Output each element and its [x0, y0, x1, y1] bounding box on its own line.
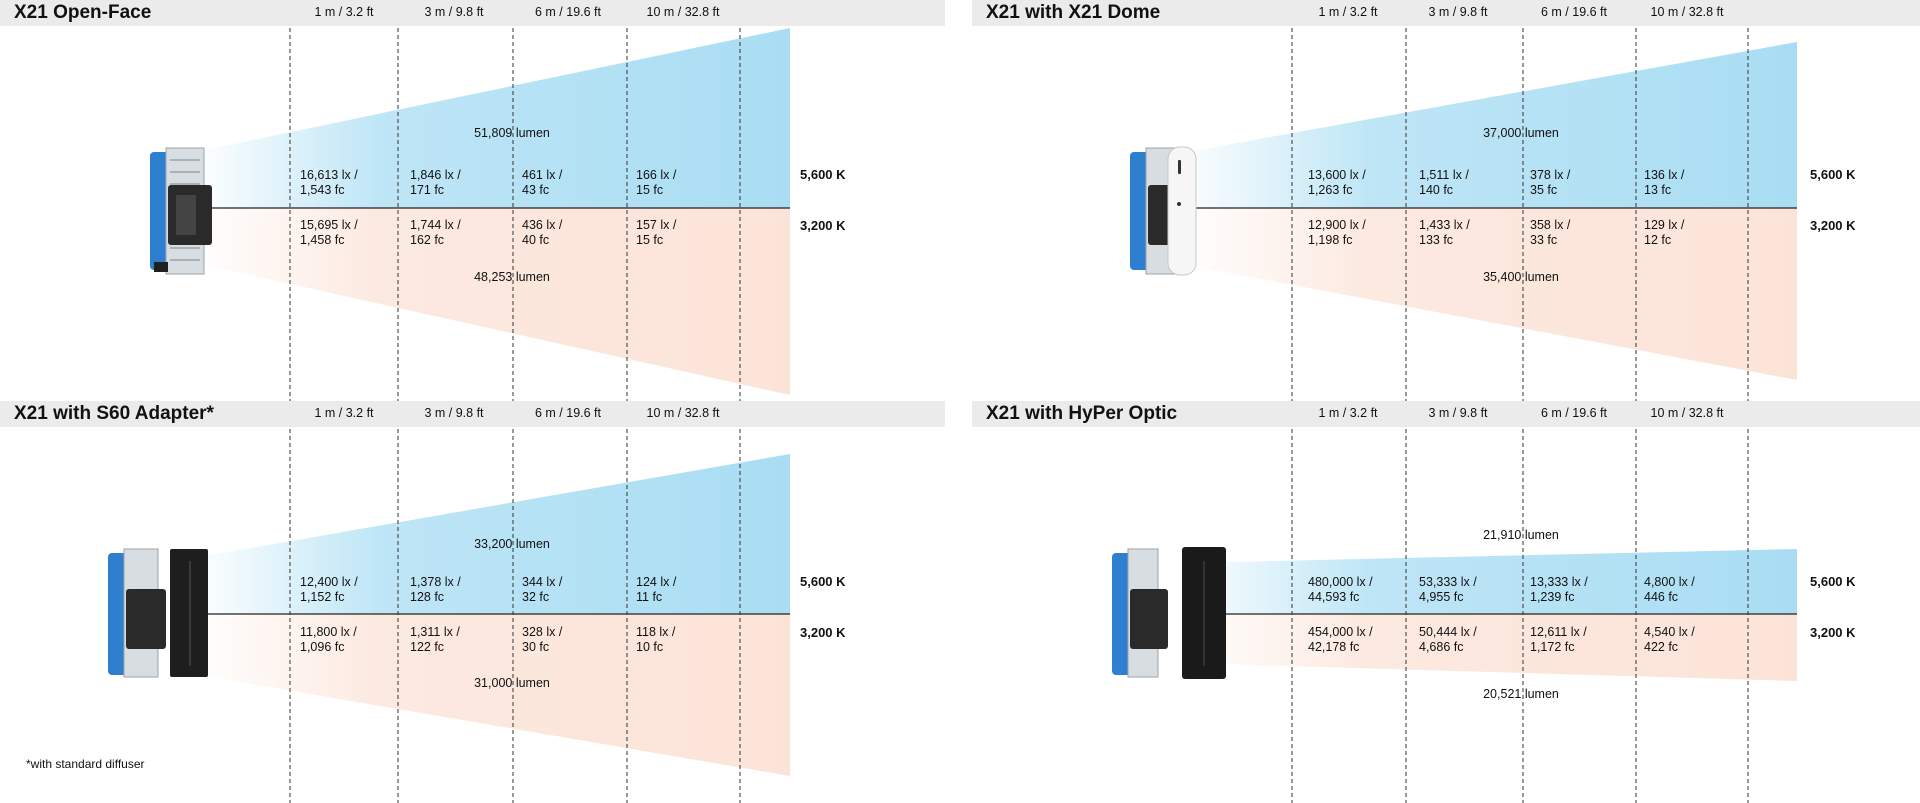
distance-gridlines [1291, 0, 1749, 402]
kelvin-label-3200k: 3,200 K [800, 218, 846, 233]
distance-label-6m: 6 m / 19.6 ft [1540, 406, 1607, 420]
illuminance-3200k-3m: 1,433 lx /133 fc [1419, 218, 1470, 247]
kelvin-label-3200k: 3,200 K [800, 625, 846, 640]
distance-label-1m: 1 m / 3.2 ft [1318, 5, 1378, 19]
lumen-3200k: 31,000 lumen [474, 676, 550, 690]
distance-label-1m: 1 m / 3.2 ft [1318, 406, 1378, 420]
distance-label-3m: 3 m / 9.8 ft [1428, 406, 1488, 420]
illuminance-5600k-6m: 13,333 lx /1,239 fc [1530, 575, 1588, 604]
illuminance-3200k-1m: 15,695 lx /1,458 fc [300, 218, 358, 247]
beam-diagram [150, 0, 790, 402]
beam-5600k [205, 28, 790, 208]
lumen-5600k: 21,910 lumen [1483, 528, 1559, 542]
kelvin-label-5600k: 5,600 K [1810, 574, 1856, 589]
illuminance-5600k-10m: 166 lx /15 fc [636, 168, 677, 197]
distance-label-6m: 6 m / 19.6 ft [1540, 5, 1607, 19]
distance-gridlines [289, 0, 741, 402]
illuminance-3200k-6m: 358 lx /33 fc [1530, 218, 1571, 247]
distance-label-10m: 10 m / 32.8 ft [646, 5, 720, 19]
illuminance-5600k-1m: 12,400 lx /1,152 fc [300, 575, 358, 604]
kelvin-label-3200k: 3,200 K [1810, 218, 1856, 233]
distance-gridlines [289, 401, 741, 803]
illuminance-3200k-6m: 12,611 lx /1,172 fc [1530, 625, 1587, 654]
panel-title: X21 with X21 Dome [986, 2, 1161, 23]
illuminance-3200k-10m: 129 lx /12 fc [1644, 218, 1685, 247]
panel-hyper-optic: X21 with HyPer Optic 1 m / 3.2 ft 3 m / … [972, 401, 1920, 803]
illuminance-3200k-6m: 328 lx /30 fc [522, 625, 563, 654]
fixture-image [150, 147, 212, 275]
fixture-image [108, 548, 208, 678]
lumen-5600k: 37,000 lumen [1483, 126, 1559, 140]
illuminance-3200k-10m: 157 lx /15 fc [636, 218, 677, 247]
beam-5600k [205, 454, 790, 614]
kelvin-label-5600k: 5,600 K [800, 167, 846, 182]
distance-label-1m: 1 m / 3.2 ft [314, 406, 374, 420]
panel-title: X21 with S60 Adapter* [14, 403, 214, 424]
illuminance-5600k-3m: 1,511 lx /140 fc [1419, 168, 1469, 197]
illuminance-5600k-1m: 480,000 lx /44,593 fc [1308, 575, 1373, 604]
panel-open-face: X21 Open-Face 1 m / 3.2 ft 3 m / 9.8 ft … [0, 0, 950, 402]
beam-diagram [108, 401, 790, 803]
lumen-5600k: 33,200 lumen [474, 537, 550, 551]
beam-3200k [205, 208, 790, 395]
beam-diagram [1130, 0, 1797, 402]
illuminance-3200k-3m: 1,744 lx /162 fc [410, 218, 461, 247]
distance-label-3m: 3 m / 9.8 ft [1428, 5, 1488, 19]
header-band [0, 0, 945, 26]
distance-label-6m: 6 m / 19.6 ft [534, 406, 601, 420]
illuminance-3200k-1m: 11,800 lx /1,096 fc [300, 625, 357, 654]
beam-3200k [205, 614, 790, 776]
panel-s60-adapter: X21 with S60 Adapter* 1 m / 3.2 ft 3 m /… [0, 401, 950, 803]
illuminance-5600k-3m: 1,378 lx /128 fc [410, 575, 461, 604]
distance-label-3m: 3 m / 9.8 ft [424, 406, 484, 420]
beam-5600k [1187, 549, 1797, 614]
fixture-image [1130, 146, 1197, 276]
kelvin-label-3200k: 3,200 K [1810, 625, 1856, 640]
illuminance-5600k-3m: 53,333 lx /4,955 fc [1419, 575, 1477, 604]
illuminance-3200k-1m: 454,000 lx /42,178 fc [1308, 625, 1373, 654]
illuminance-3200k-6m: 436 lx /40 fc [522, 218, 563, 247]
illuminance-5600k-1m: 16,613 lx /1,543 fc [300, 168, 358, 197]
kelvin-label-5600k: 5,600 K [1810, 167, 1856, 182]
fixture-image [1112, 547, 1226, 679]
illuminance-3200k-1m: 12,900 lx /1,198 fc [1308, 218, 1366, 247]
lumen-3200k: 35,400 lumen [1483, 270, 1559, 284]
panel-title: X21 with HyPer Optic [986, 403, 1178, 424]
distance-label-6m: 6 m / 19.6 ft [534, 5, 601, 19]
illuminance-5600k-6m: 378 lx /35 fc [1530, 168, 1571, 197]
illuminance-5600k-3m: 1,846 lx /171 fc [410, 168, 461, 197]
illuminance-5600k-10m: 4,800 lx /446 fc [1644, 575, 1695, 604]
distance-gridlines [1291, 401, 1749, 803]
footnote: *with standard diffuser [26, 757, 145, 771]
illuminance-5600k-6m: 344 lx /32 fc [522, 575, 563, 604]
lumen-3200k: 48,253 lumen [474, 270, 550, 284]
beam-diagram [1112, 401, 1797, 803]
illuminance-3200k-10m: 118 lx /10 fc [636, 625, 676, 654]
lumen-3200k: 20,521 lumen [1483, 687, 1559, 701]
header-band [972, 401, 1920, 427]
header-band [972, 0, 1920, 26]
panel-x21-dome: X21 with X21 Dome 1 m / 3.2 ft 3 m / 9.8… [972, 0, 1920, 402]
lumen-5600k: 51,809 lumen [474, 126, 550, 140]
distance-label-10m: 10 m / 32.8 ft [1650, 5, 1724, 19]
beam-3200k [1187, 614, 1797, 681]
illuminance-3200k-10m: 4,540 lx /422 fc [1644, 625, 1695, 654]
illuminance-3200k-3m: 50,444 lx /4,686 fc [1419, 625, 1477, 654]
illuminance-5600k-6m: 461 lx /43 fc [522, 168, 563, 197]
illuminance-3200k-3m: 1,311 lx /122 fc [410, 625, 460, 654]
beam-3200k [1187, 208, 1797, 380]
illuminance-5600k-10m: 136 lx /13 fc [1644, 168, 1685, 197]
distance-label-10m: 10 m / 32.8 ft [646, 406, 720, 420]
panel-title: X21 Open-Face [14, 2, 152, 23]
distance-label-3m: 3 m / 9.8 ft [424, 5, 484, 19]
illuminance-5600k-10m: 124 lx /11 fc [636, 575, 677, 604]
illuminance-5600k-1m: 13,600 lx /1,263 fc [1308, 168, 1366, 197]
distance-label-10m: 10 m / 32.8 ft [1650, 406, 1724, 420]
beam-5600k [1187, 42, 1797, 208]
header-band [0, 401, 945, 427]
kelvin-label-5600k: 5,600 K [800, 574, 846, 589]
distance-label-1m: 1 m / 3.2 ft [314, 5, 374, 19]
